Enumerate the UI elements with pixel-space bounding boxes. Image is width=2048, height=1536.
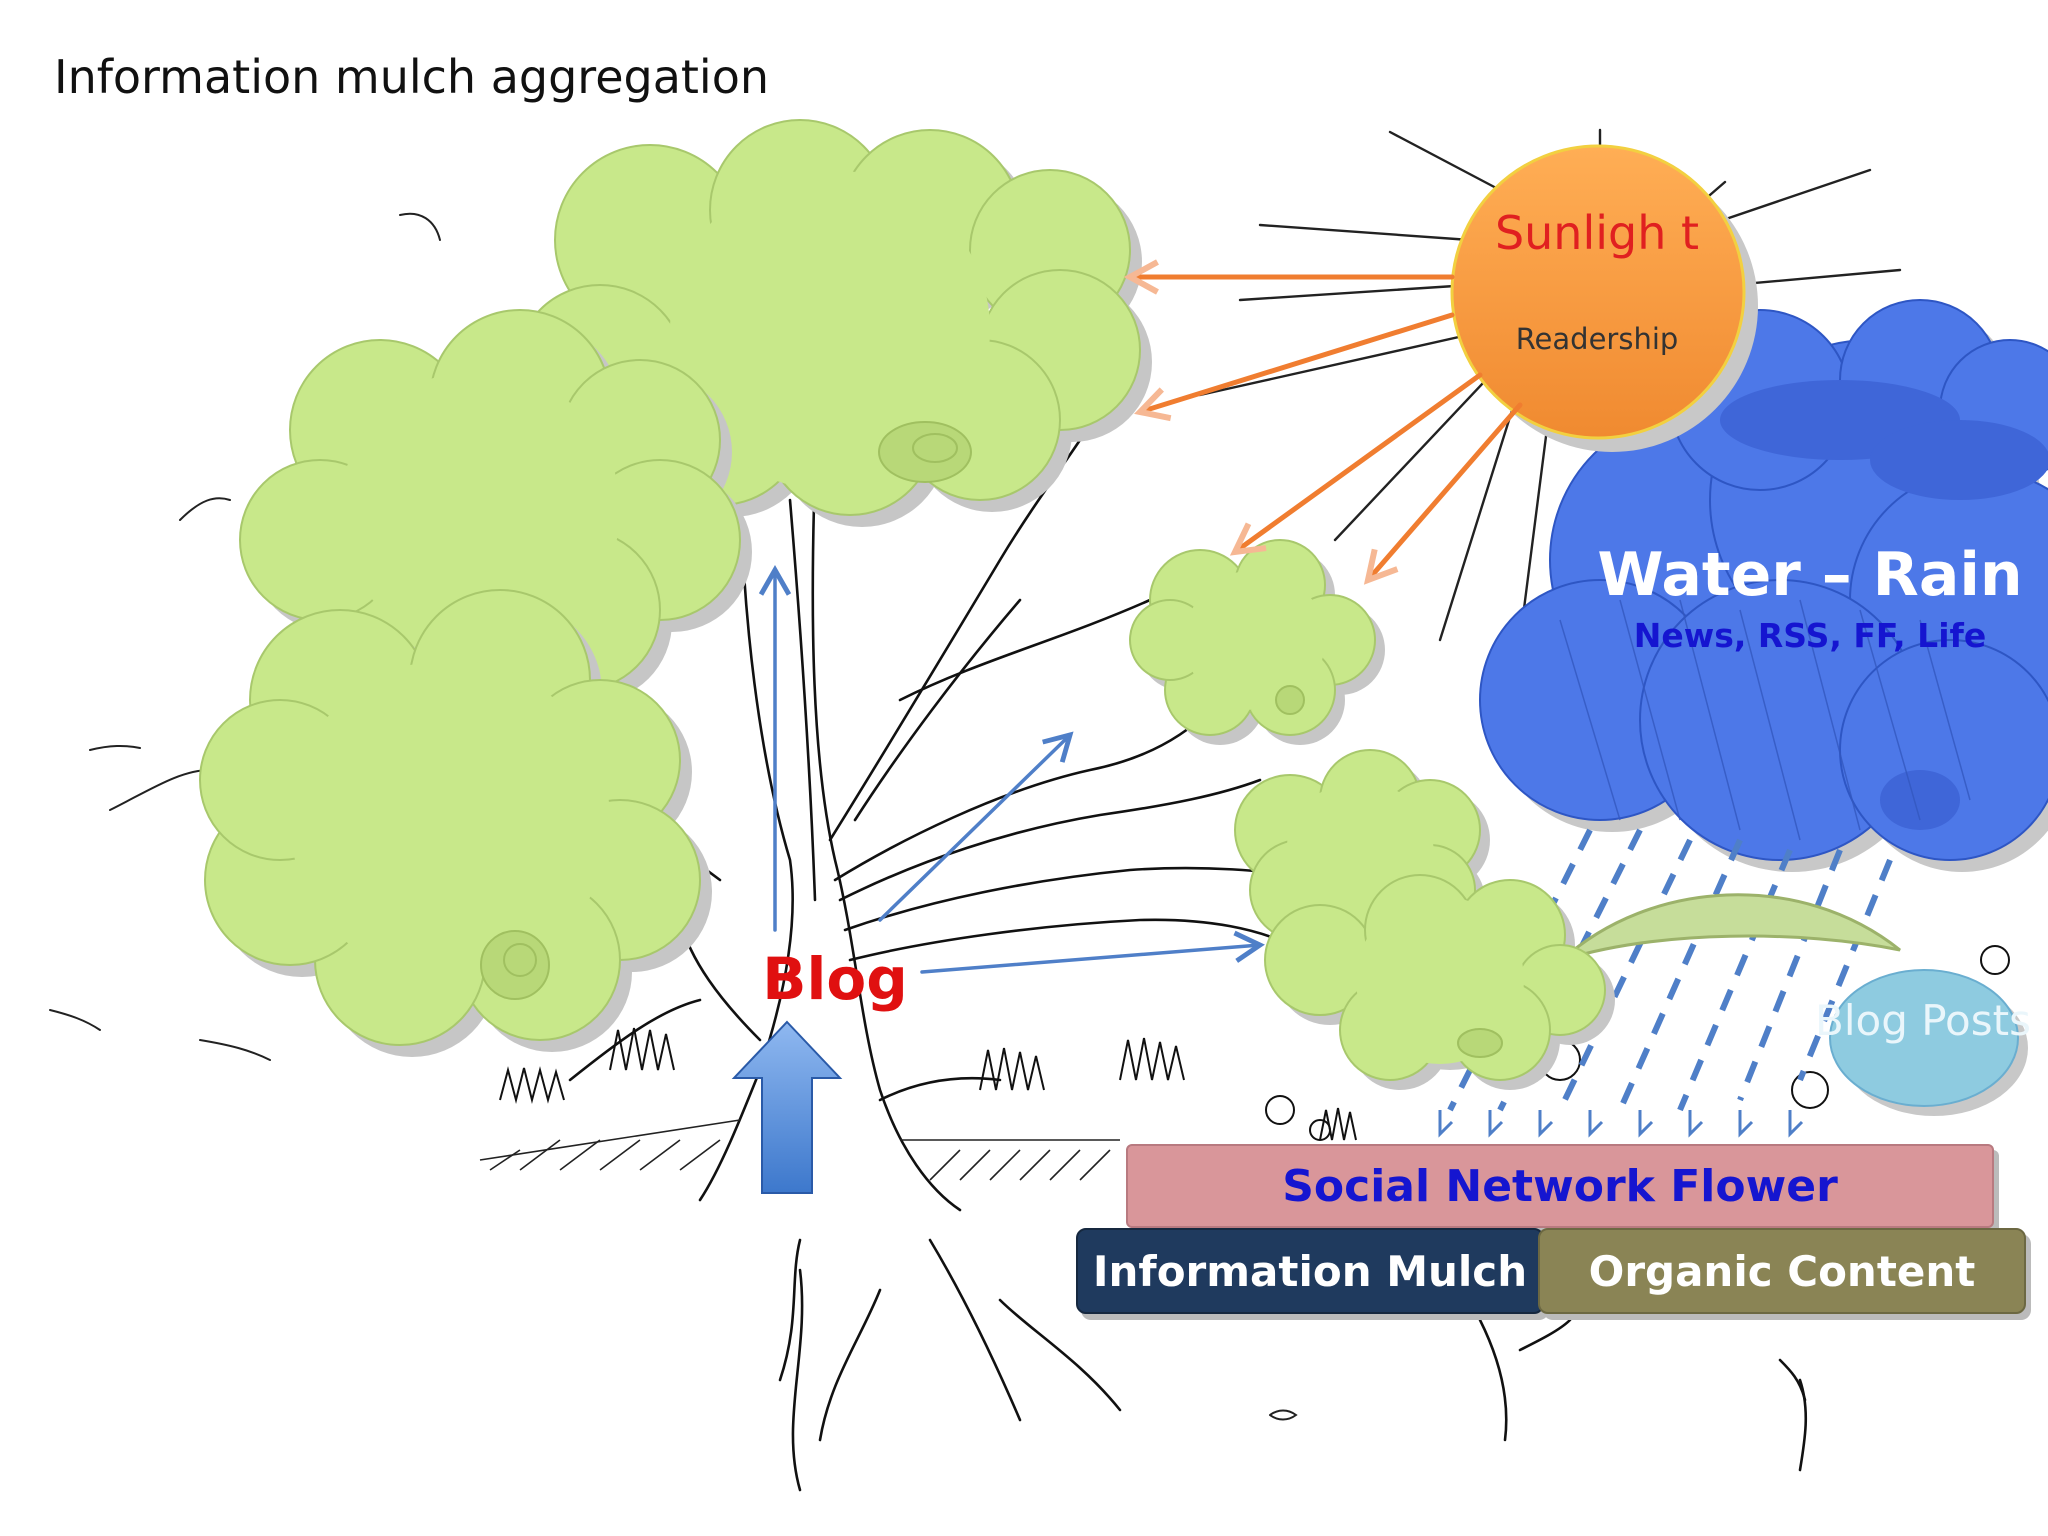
organic-content-bar: Organic Content (1538, 1228, 2026, 1314)
rain-label: Water – Rain (1597, 540, 2023, 610)
blog-growth-arrows (758, 565, 1265, 974)
leaf (1560, 893, 1901, 962)
blog-posts-label: Blog Posts (1815, 996, 2031, 1045)
blog-label: Blog (762, 945, 908, 1013)
ground-hatching (479, 1119, 1120, 1181)
big-up-arrow (731, 1020, 843, 1194)
tree-canopy-middle (239, 309, 752, 712)
tree-canopy-small (1129, 539, 1385, 745)
sun-label: Sunligh t (1494, 206, 1700, 260)
sun-sublabel: Readership (1515, 322, 1679, 356)
information-mulch-bar: Information Mulch (1076, 1228, 1544, 1314)
slide-title: Information mulch aggregation (54, 50, 769, 104)
rain-sublabel: News, RSS, FF, Life (1633, 616, 1987, 655)
tree-canopy-right-lower (1264, 874, 1615, 1090)
social-network-flower-bar: Social Network Flower (1126, 1144, 1994, 1228)
blog-posts-bubble (1829, 969, 2028, 1116)
rain-ground-arrows (1438, 1110, 1804, 1138)
sunlight-arrows (1123, 259, 1523, 585)
tree-canopy-lower (199, 589, 712, 1057)
shrub-scribbles (499, 945, 2010, 1141)
sun (1450, 144, 1758, 452)
rain-cloud (1479, 299, 2048, 872)
